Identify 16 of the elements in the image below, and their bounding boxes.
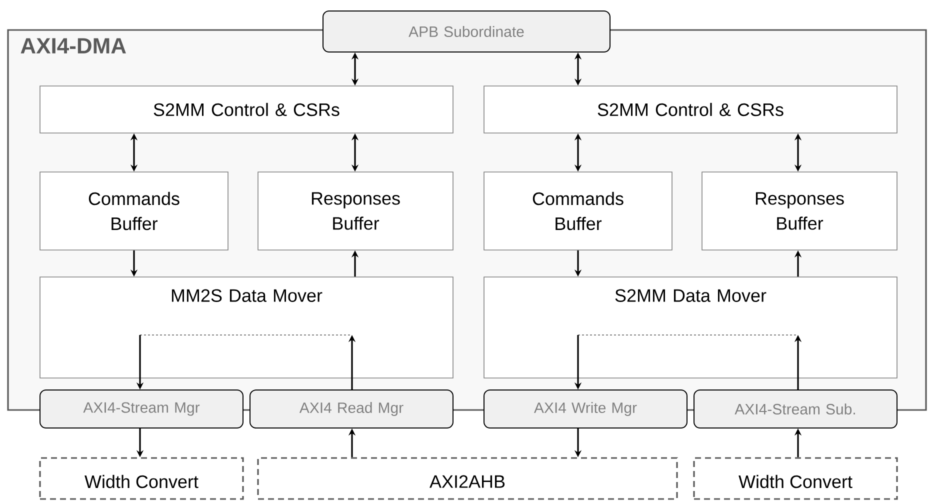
data-mover-box: MM2S Data Mover [40, 276, 454, 378]
interface-box: AXI4-Stream Mgr [40, 390, 244, 428]
block-box: S2MM Control & CSRs [40, 86, 454, 134]
interface-box: AXI4 Write Mgr [484, 390, 688, 428]
data-mover-box: S2MM Data Mover [484, 276, 898, 378]
external-block-box: AXI2AHB [257, 457, 678, 500]
block-box: Commands Buffer [484, 172, 672, 250]
block-box: Responses Buffer [702, 172, 898, 250]
external-block-box: Width Convert [39, 457, 244, 500]
interface-box: AXI4 Read Mgr [250, 390, 454, 428]
block-box: S2MM Control & CSRs [484, 86, 898, 134]
external-block-box: Width Convert [693, 457, 898, 500]
block-box: Commands Buffer [40, 172, 228, 250]
block-box: Responses Buffer [258, 172, 454, 250]
interface-box: APB Subordinate [322, 10, 610, 52]
interface-box: AXI4-Stream Sub. [694, 390, 898, 428]
